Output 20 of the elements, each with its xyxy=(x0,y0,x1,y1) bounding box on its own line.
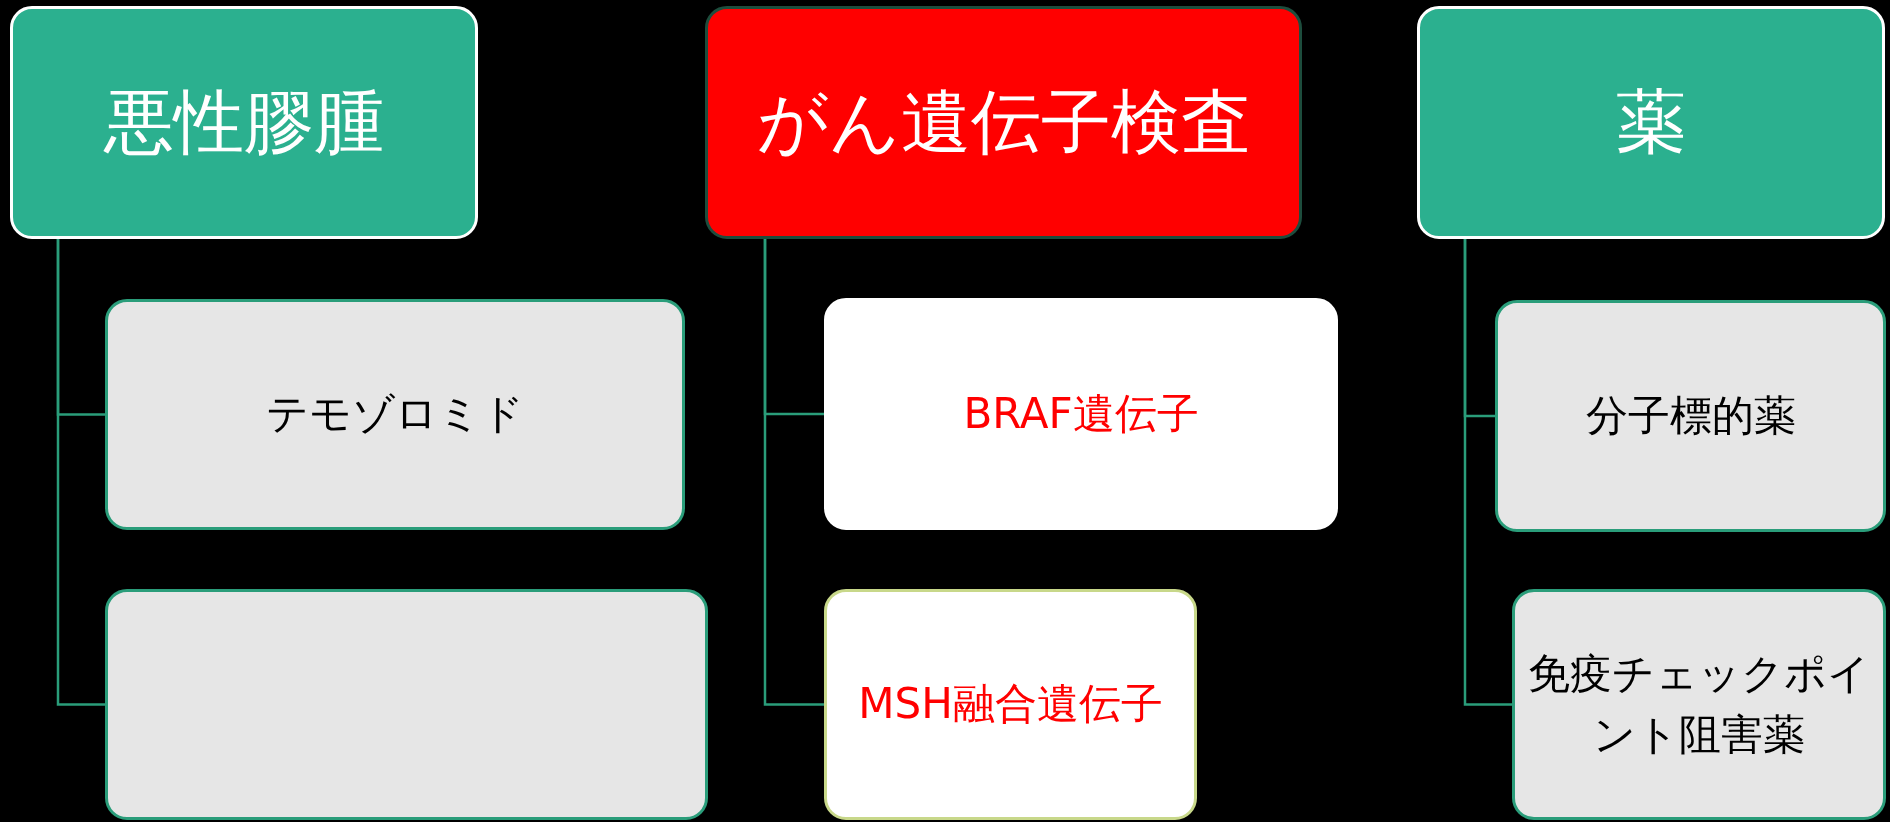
category-box xyxy=(705,6,1302,239)
item-label: 分子標的薬 xyxy=(1585,389,1796,442)
item-box xyxy=(1512,589,1886,820)
category-label: 薬 xyxy=(1616,79,1686,165)
category-box xyxy=(10,6,478,239)
category-label: 悪性膠腫 xyxy=(104,79,384,165)
connector-line xyxy=(1463,239,1512,706)
item-label: 免疫チェックポイント阻害薬 xyxy=(1527,647,1871,761)
item-box xyxy=(1495,300,1886,532)
item-box xyxy=(105,589,708,820)
item-label: BRAF遺伝子 xyxy=(963,387,1199,440)
connector-line xyxy=(763,239,824,706)
connector-line xyxy=(56,239,105,706)
item-box xyxy=(824,589,1197,820)
category-label: がん遺伝子検査 xyxy=(756,79,1251,165)
category-box xyxy=(1417,6,1885,239)
item-label: テモゾロミド xyxy=(266,388,524,441)
item-box xyxy=(824,298,1338,530)
item-label: MSH融合遺伝子 xyxy=(858,678,1163,731)
item-box xyxy=(105,299,685,530)
